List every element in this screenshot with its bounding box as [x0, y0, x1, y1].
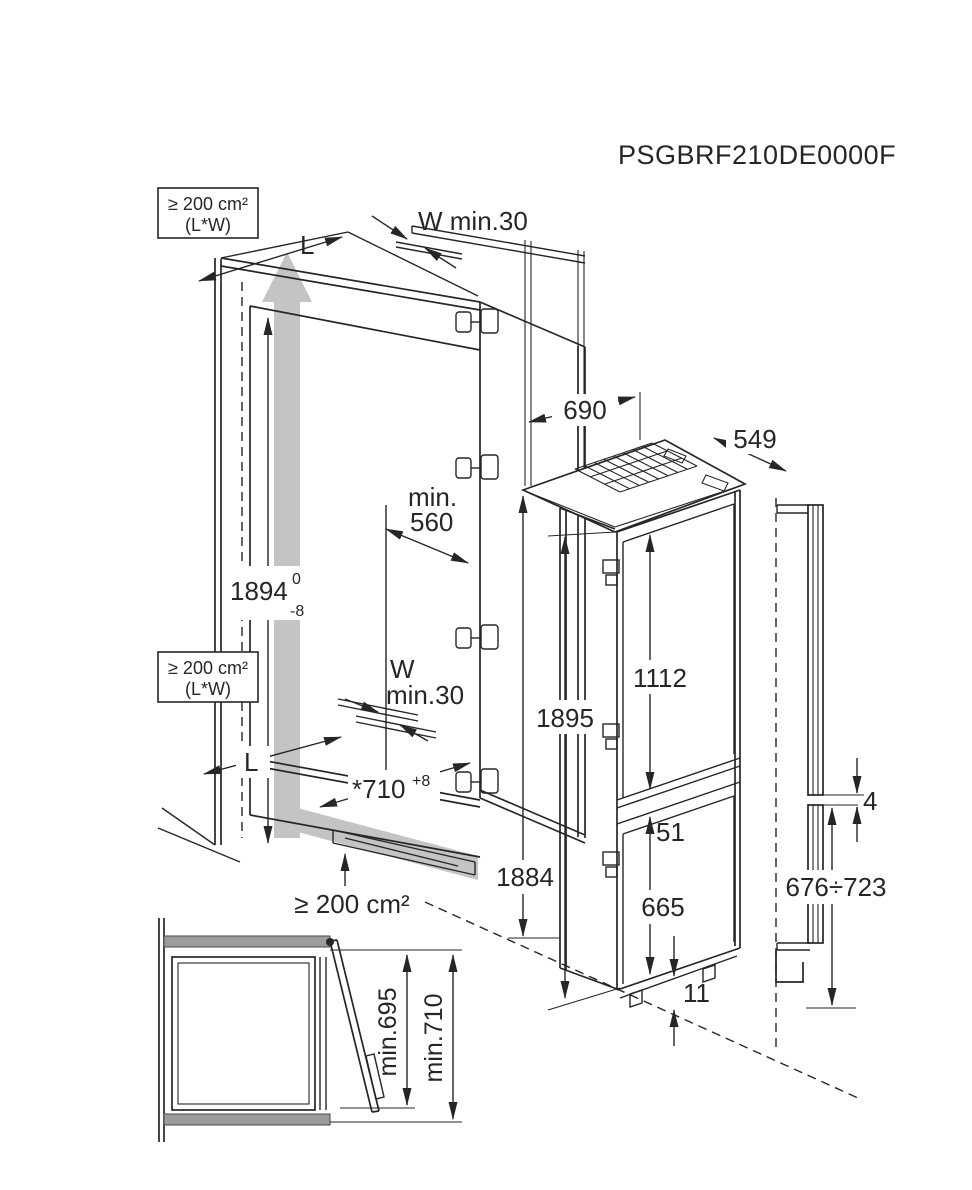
- slot-width-bottom-label-1: W: [390, 654, 415, 684]
- hinge-icon: [602, 851, 620, 878]
- clearance-inner-label: min.695: [374, 988, 402, 1077]
- niche-height-tol-lower: -8: [290, 603, 304, 620]
- hinge-icon: [455, 454, 499, 480]
- wall-bottom: [163, 1113, 331, 1126]
- bottom-clearance-label: *710: [352, 774, 406, 804]
- top-vent-formula-label: (L*W): [185, 215, 231, 235]
- door-panels-side-view: [775, 498, 864, 1048]
- label-backgrounds: [226, 394, 890, 924]
- bottom-vent-area-label: ≥ 200 cm²: [294, 889, 410, 919]
- wall-top: [163, 935, 331, 948]
- airflow-arrow: [262, 252, 478, 880]
- hinge-icon: [602, 559, 620, 586]
- door-handle-icon: [365, 1053, 385, 1100]
- side-vent-box: ≥ 200 cm² (L*W): [157, 651, 259, 703]
- lower-door-label: 665: [641, 892, 684, 922]
- door-gap-label: 51: [656, 817, 685, 847]
- niche-depth-label-1: min.: [408, 482, 457, 512]
- height-door-label: 1895: [536, 703, 594, 733]
- side-vent-area-label: ≥ 200 cm²: [168, 658, 248, 678]
- top-vent-area-label: ≥ 200 cm²: [168, 194, 248, 214]
- top-vent-box: ≥ 200 cm² (L*W): [157, 187, 259, 239]
- hinge-icon: [455, 768, 499, 794]
- clearance-outer-label: min.710: [420, 994, 448, 1083]
- slot-width-top-label: W min.30: [418, 206, 528, 236]
- niche-height-label: 1894: [230, 576, 288, 606]
- floor-gap-label: 11: [683, 978, 710, 1008]
- panel-gap-label: 4: [863, 786, 877, 816]
- lower-panel-height-label: 676÷723: [785, 872, 886, 902]
- top-view-lines: [158, 918, 462, 1142]
- side-vent-formula-label: (L*W): [185, 679, 231, 699]
- hinge-icon: [602, 723, 620, 750]
- upper-door-label: 1112: [633, 663, 687, 693]
- slot-width-bottom-label-2: min.30: [386, 680, 464, 710]
- depth-with-door-label: 690: [563, 395, 606, 425]
- slot-length-bottom-label: L: [244, 747, 258, 777]
- hinge-icon: [455, 624, 499, 650]
- vent-grille-icon: [574, 442, 729, 493]
- bottom-clearance-tol: +8: [412, 773, 430, 790]
- depth-body-label: 549: [733, 424, 776, 454]
- slot-length-top-label: L: [300, 230, 314, 260]
- niche-height-tol-upper: 0: [292, 571, 301, 588]
- niche-depth-label-2: 560: [410, 507, 453, 537]
- model-number: PSGBRF210DE0000F: [618, 140, 896, 170]
- door-pivot-icon: [326, 938, 334, 946]
- hinge-icon: [455, 308, 499, 334]
- height-body-label: 1884: [496, 862, 554, 892]
